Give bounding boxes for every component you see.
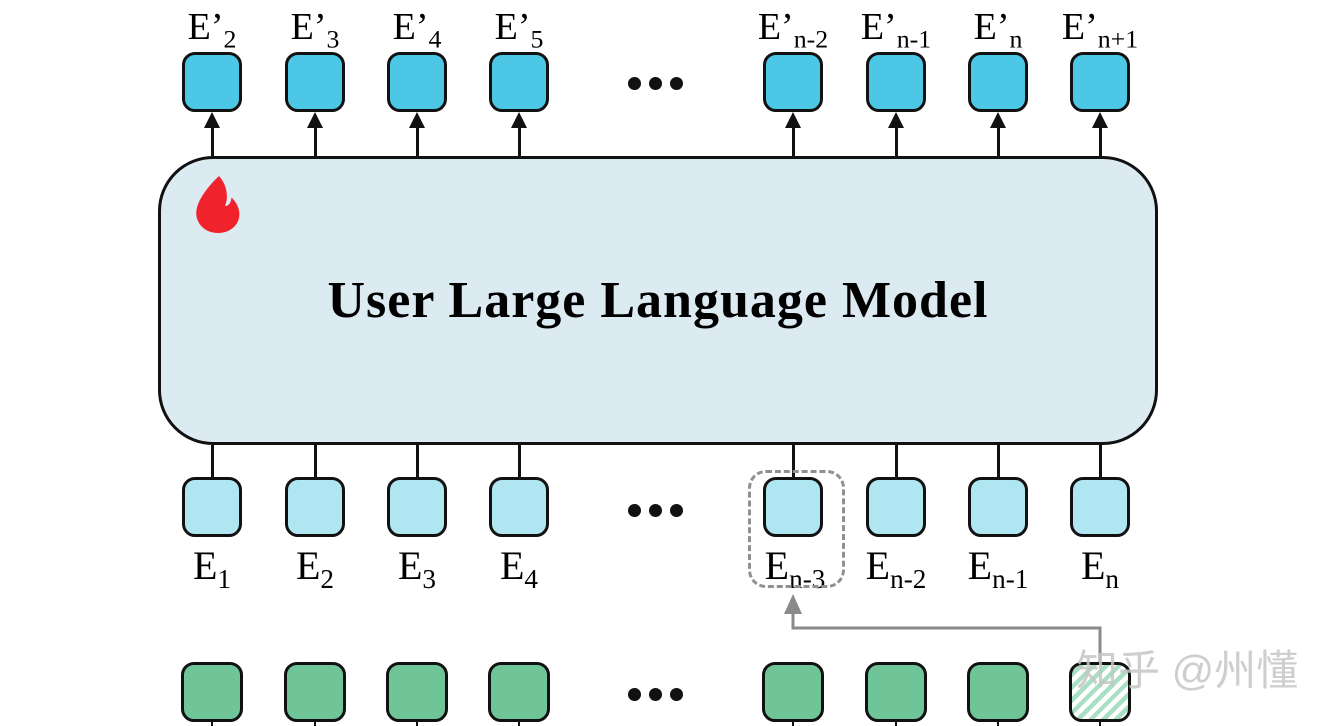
input-label-en-3: En-3	[764, 543, 826, 594]
input-connector-line	[996, 445, 1000, 478]
input-embedding-box	[1070, 477, 1130, 537]
token-stub-line	[314, 722, 316, 726]
input-connector-line	[210, 445, 214, 478]
input-label-e1: E1	[192, 543, 232, 594]
up-arrow-head-icon	[307, 112, 323, 128]
input-label-en-1: En-1	[967, 543, 1029, 594]
up-arrow-line	[996, 127, 1000, 157]
input-label-en-2: En-2	[865, 543, 927, 594]
up-arrow-line	[415, 127, 419, 157]
input-embedding-box	[489, 477, 549, 537]
output-label-e5: E’5	[494, 6, 544, 54]
token-box	[488, 662, 550, 722]
output-embedding-box	[285, 52, 345, 112]
input-embedding-box	[285, 477, 345, 537]
input-embedding-box	[387, 477, 447, 537]
input-connector-line	[313, 445, 317, 478]
up-arrow-head-icon	[204, 112, 220, 128]
token-stub-line	[895, 722, 897, 726]
up-arrow-line	[517, 127, 521, 157]
input-connector-line	[1098, 445, 1102, 478]
input-connector-line	[791, 445, 795, 478]
ellipsis-top	[628, 77, 683, 90]
input-embedding-box-en-3	[763, 477, 823, 537]
output-label-e4: E’4	[392, 6, 442, 54]
token-stub-line	[792, 722, 794, 726]
token-box	[386, 662, 448, 722]
token-box	[762, 662, 824, 722]
token-stub-line	[211, 722, 213, 726]
watermark: 知乎 @州懂	[1076, 647, 1299, 694]
output-embedding-box	[866, 52, 926, 112]
output-label-en+1: E’n+1	[1061, 6, 1139, 54]
up-arrow-line	[1098, 127, 1102, 157]
token-stub-line	[416, 722, 418, 726]
output-label-e3: E’3	[290, 6, 340, 54]
token-stub-line	[997, 722, 999, 726]
llm-block: User Large Language Model	[158, 156, 1158, 445]
output-embedding-box	[763, 52, 823, 112]
output-embedding-box	[489, 52, 549, 112]
input-label-en: En	[1080, 543, 1120, 594]
input-label-e3: E3	[397, 543, 437, 594]
token-stub-line	[1099, 722, 1101, 726]
input-label-e4: E4	[499, 543, 539, 594]
input-embedding-box	[182, 477, 242, 537]
gray-arrow-head-icon	[784, 594, 802, 614]
up-arrow-line	[313, 127, 317, 157]
output-label-e2: E’2	[187, 6, 237, 54]
output-label-en: E’n	[973, 6, 1023, 54]
output-embedding-box	[387, 52, 447, 112]
token-box	[967, 662, 1029, 722]
up-arrow-head-icon	[511, 112, 527, 128]
token-stub-line	[518, 722, 520, 726]
up-arrow-line	[210, 127, 214, 157]
highlight-dashed-box	[748, 470, 845, 588]
token-box	[865, 662, 927, 722]
input-embedding-box	[968, 477, 1028, 537]
output-label-en-2: E’n-2	[757, 6, 829, 54]
token-box-new-hatched	[1069, 662, 1131, 722]
output-embedding-box	[968, 52, 1028, 112]
up-arrow-head-icon	[888, 112, 904, 128]
input-label-e2: E2	[295, 543, 335, 594]
input-embedding-box	[866, 477, 926, 537]
input-connector-line	[894, 445, 898, 478]
up-arrow-line	[791, 127, 795, 157]
up-arrow-head-icon	[409, 112, 425, 128]
flame-icon	[196, 176, 240, 233]
up-arrow-head-icon	[1092, 112, 1108, 128]
output-label-en-1: E’n-1	[860, 6, 932, 54]
output-embedding-box	[1070, 52, 1130, 112]
token-to-embedding-arrow	[784, 594, 1102, 662]
token-box	[284, 662, 346, 722]
input-connector-line	[415, 445, 419, 478]
up-arrow-head-icon	[785, 112, 801, 128]
up-arrow-line	[894, 127, 898, 157]
token-box	[181, 662, 243, 722]
output-embedding-box	[182, 52, 242, 112]
llm-title: User Large Language Model	[327, 272, 989, 329]
up-arrow-head-icon	[990, 112, 1006, 128]
ellipsis-middle	[628, 504, 683, 517]
input-connector-line	[517, 445, 521, 478]
ellipsis-bottom	[628, 688, 683, 701]
